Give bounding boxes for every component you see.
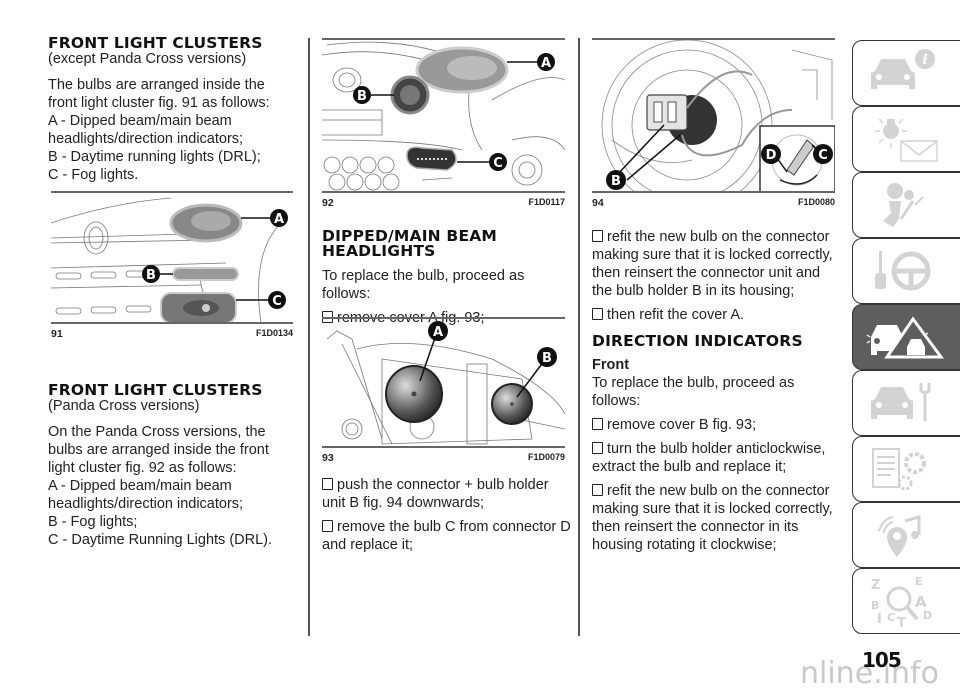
- label-c: C: [493, 156, 503, 171]
- step-item: refit the new bulb on the connector maki…: [592, 229, 833, 299]
- figure-number: 93: [322, 452, 334, 464]
- column-2-text: DIPPED/MAIN BEAM HEADLIGHTS To replace t…: [322, 227, 572, 333]
- figure-code: F1D0134: [255, 328, 293, 338]
- label-b: B: [146, 268, 156, 283]
- label-b: B: [357, 89, 367, 104]
- label-a: A: [274, 212, 284, 227]
- label-a: A: [433, 325, 443, 340]
- column-1: FRONT LIGHT CLUSTERS (except Panda Cross…: [48, 0, 296, 184]
- step-item: push the connector + bulb holder unit B …: [322, 477, 549, 511]
- watermark: nline.info: [800, 656, 939, 691]
- column-divider: [578, 38, 580, 636]
- step-item: turn the bulb holder anticlockwise, extr…: [592, 441, 826, 475]
- svg-text:D: D: [923, 609, 932, 622]
- intro-text: To replace the bulb, proceed as follows:: [322, 268, 525, 302]
- list-item: A - Dipped beam/main beam headlights/dir…: [48, 113, 244, 147]
- figure-caption: 93 F1D0079: [322, 446, 565, 465]
- checkbox-bullet-icon: [592, 442, 603, 454]
- figure-number: 94: [592, 197, 604, 209]
- svg-text:T: T: [897, 616, 906, 627]
- step-item: remove the bulb C from connector D and r…: [322, 519, 571, 553]
- car-wrench-icon: [871, 383, 931, 421]
- section-title-front-light-clusters: FRONT LIGHT CLUSTERS: [48, 34, 263, 52]
- multimedia-icon: [878, 515, 921, 557]
- tab-servicing-maintenance[interactable]: [852, 370, 960, 436]
- step-item: remove cover B fig. 93;: [592, 416, 844, 434]
- figure-number: 91: [51, 328, 63, 340]
- checkbox-bullet-icon: [592, 308, 603, 320]
- figure-number: 92: [322, 197, 334, 209]
- label-a: A: [541, 56, 551, 71]
- intro-text: The bulbs are arranged inside the front …: [48, 77, 270, 111]
- svg-text:E: E: [915, 575, 923, 588]
- checkbox-bullet-icon: [322, 478, 333, 490]
- checkbox-bullet-icon: [322, 520, 333, 532]
- label-b: B: [611, 174, 621, 189]
- tab-car-info[interactable]: i: [852, 40, 960, 106]
- svg-text:I: I: [877, 612, 882, 627]
- svg-text:B: B: [871, 599, 879, 612]
- key-steering-wheel-icon: [875, 251, 931, 291]
- list-item: B - Fog lights;: [48, 514, 138, 530]
- tab-warning-lights[interactable]: [852, 106, 960, 172]
- column-2-steps: push the connector + bulb holder unit B …: [322, 476, 572, 560]
- figure-93-illustration: A B: [326, 321, 565, 445]
- column-1-lower: FRONT LIGHT CLUSTERS (Panda Cross versio…: [48, 381, 298, 549]
- tab-technical-specifications[interactable]: [852, 436, 960, 502]
- figure-caption: 94 F1D0080: [592, 191, 835, 210]
- figure-91: A B C 91 F1D0134: [51, 191, 293, 340]
- section-title-dipped-main-beam: DIPPED/MAIN BEAM HEADLIGHTS: [322, 227, 498, 260]
- specs-gears-icon: [872, 448, 926, 491]
- figure-94-illustration: B D C: [601, 40, 835, 192]
- figure-92-illustration: A B C: [322, 41, 565, 191]
- svg-text:A: A: [915, 593, 927, 611]
- section-title-direction-indicators: DIRECTION INDICATORS: [592, 332, 803, 350]
- figure-92: A B C 92 F1D0117: [322, 38, 565, 209]
- section-title-front-light-clusters-cross: FRONT LIGHT CLUSTERS: [48, 381, 263, 399]
- figure-94: B D C 94 F1D0080: [592, 38, 835, 209]
- list-item: B - Daytime running lights (DRL);: [48, 149, 261, 165]
- figure-code: F1D0080: [797, 197, 835, 207]
- tab-starting-driving[interactable]: [852, 238, 960, 304]
- figure-caption: 92 F1D0117: [322, 191, 565, 210]
- figure-caption: 91 F1D0134: [51, 322, 293, 341]
- figure-93: A B 93 F1D0079: [322, 317, 565, 464]
- label-b: B: [542, 351, 552, 366]
- step-item: then refit the cover A.: [592, 306, 844, 324]
- checkbox-bullet-icon: [592, 484, 603, 496]
- section-subtitle: (except Panda Cross versions): [48, 51, 247, 67]
- column-divider: [308, 38, 310, 636]
- intro-text: On the Panda Cross versions, the bulbs a…: [48, 424, 269, 476]
- tab-in-an-emergency[interactable]: [852, 304, 960, 370]
- label-c: C: [818, 148, 828, 163]
- svg-text:C: C: [887, 611, 895, 624]
- label-c: C: [272, 294, 282, 309]
- column-3-text: refit the new bulb on the connector maki…: [592, 228, 844, 560]
- list-item: A - Dipped beam/main beam headlights/dir…: [48, 478, 244, 512]
- warning-lights-icon: [875, 118, 938, 162]
- list-item: C - Daytime Running Lights (DRL).: [48, 532, 273, 548]
- figure-code: F1D0117: [528, 197, 565, 207]
- tab-multimedia[interactable]: [852, 502, 960, 568]
- svg-text:i: i: [922, 52, 927, 68]
- subheading-front: Front: [592, 357, 630, 373]
- checkbox-bullet-icon: [592, 418, 603, 430]
- section-subtitle: (Panda Cross versions): [48, 398, 200, 414]
- list-item: C - Fog lights.: [48, 167, 139, 183]
- svg-text:Z: Z: [871, 578, 880, 593]
- tab-safety[interactable]: [852, 172, 960, 238]
- seatbelt-airbag-icon: [883, 183, 924, 227]
- intro-text: To replace the bulb, proceed as follows:: [592, 375, 795, 409]
- figure-91-illustration: A B C: [51, 197, 288, 323]
- emergency-car-triangle-icon: [866, 316, 944, 359]
- figure-code: F1D0079: [527, 452, 565, 462]
- label-d: D: [766, 148, 777, 163]
- page-number: 105: [862, 648, 902, 672]
- step-item: refit the new bulb on the connector maki…: [592, 483, 833, 553]
- checkbox-bullet-icon: [592, 230, 603, 242]
- car-info-icon: i: [871, 49, 935, 89]
